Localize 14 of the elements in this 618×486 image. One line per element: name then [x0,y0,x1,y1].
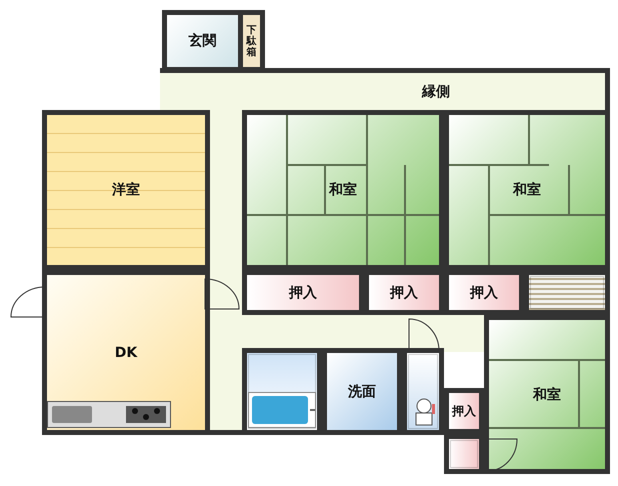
room-label: 下駄箱 [246,24,256,58]
room-label: 和室 [533,386,561,404]
room-label: 押入 [452,402,476,420]
room-label: 洗面 [348,382,376,400]
room-label: 縁側 [422,83,450,101]
room-label: 押入 [289,284,317,302]
western-room [42,110,210,270]
room-label: 和室 [329,181,357,199]
room-label: DK [114,344,138,360]
room-label: 押入 [390,284,418,302]
room-label: 洋室 [112,181,140,199]
room-label: 玄関 [188,32,216,50]
room-label: 押入 [470,284,498,302]
room-label: 和室 [513,181,541,199]
